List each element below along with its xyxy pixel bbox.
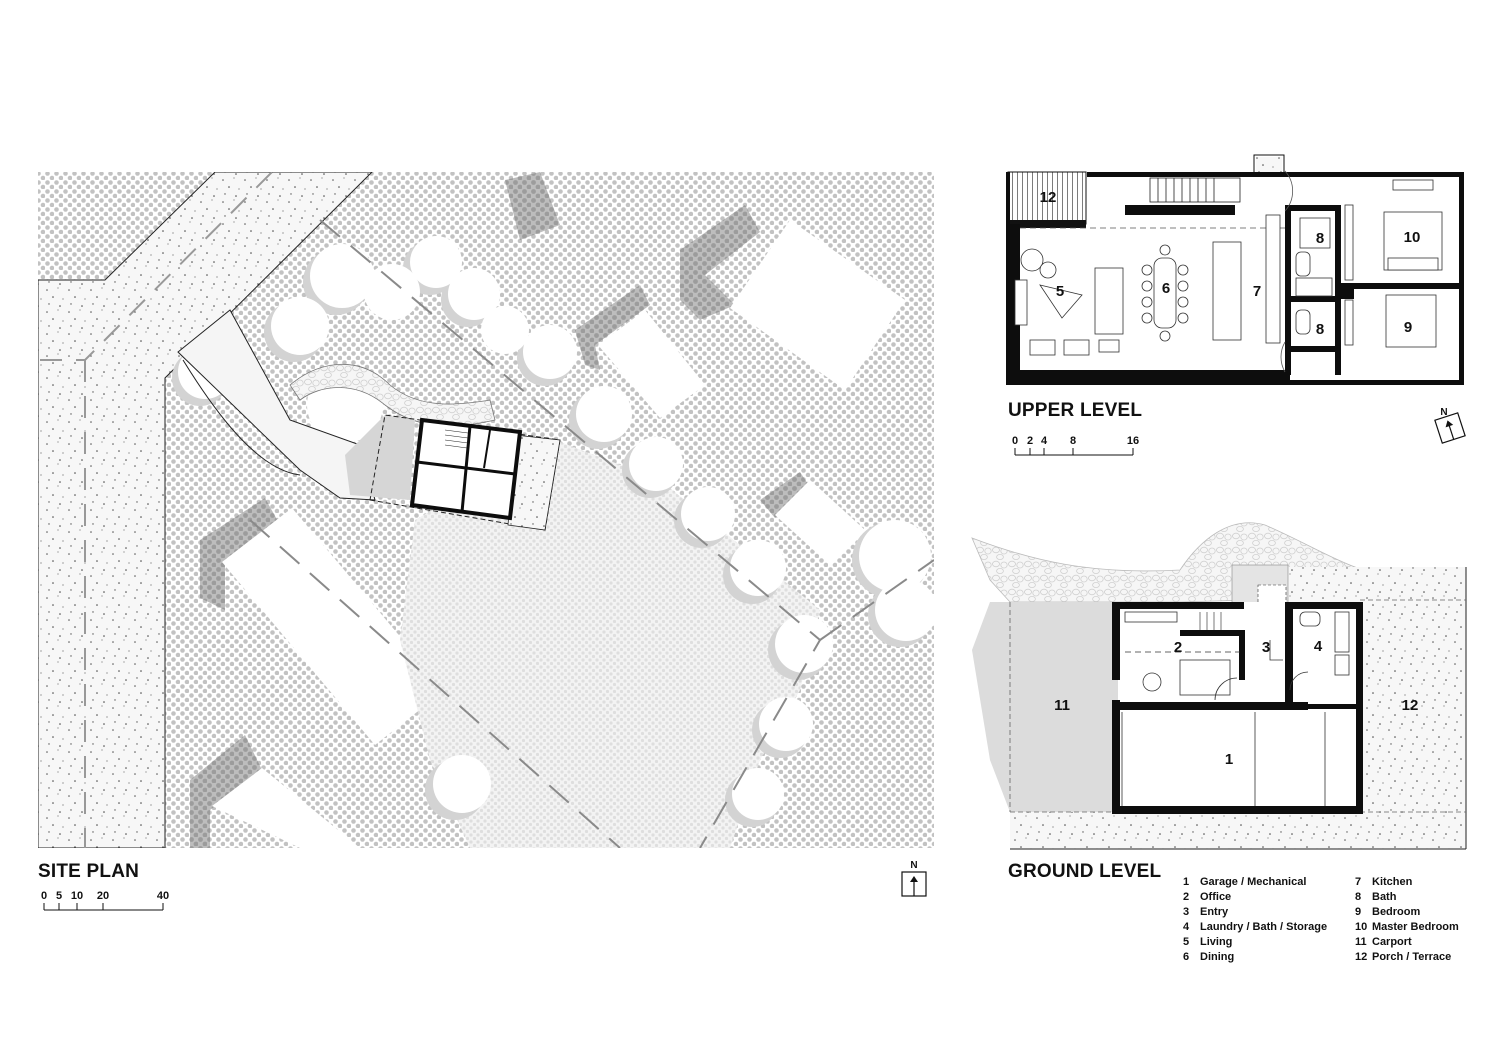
legend-label: Office [1200,891,1231,903]
upper-north-arrow: N [1434,407,1466,444]
room-label: 6 [1162,280,1170,297]
legend-number: 12 [1355,951,1367,963]
carport-slab [972,602,1118,812]
legend-label: Master Bedroom [1372,921,1459,933]
room-label: 12 [1040,189,1057,206]
upper-stair [1149,177,1241,203]
ground-fixtures [1121,611,1350,806]
legend-number: 3 [1183,906,1189,918]
room-label: 8 [1316,321,1324,338]
room-label: 8 [1316,230,1324,247]
porch-deck [1007,171,1087,225]
road [38,172,373,848]
legend-number: 4 [1183,921,1190,933]
legend-label: Dining [1200,951,1234,963]
stone-path [289,363,496,427]
site-north-arrow: N [901,860,927,897]
legend-number: 7 [1355,876,1361,888]
legend-number: 9 [1355,906,1361,918]
legend-label: Kitchen [1372,876,1413,888]
scale-label: 5 [56,890,62,902]
room-label: 9 [1404,319,1412,336]
legend-number: 11 [1355,936,1367,948]
legend-label: Porch / Terrace [1372,951,1451,963]
room-label: 11 [1054,697,1070,714]
upper-scale-bar: 0 2 4 8 16 [1012,435,1139,456]
room-label: 2 [1174,639,1182,656]
property-line [249,219,934,848]
north-label: N [910,860,917,871]
legend-label: Laundry / Bath / Storage [1200,921,1327,933]
legend-label: Garage / Mechanical [1200,876,1306,888]
legend-number: 10 [1355,921,1367,933]
site-scale-bar: 0 5 10 20 40 [41,890,169,911]
upper-level-title: UPPER LEVEL [1008,400,1142,421]
legend-label: Bedroom [1372,906,1421,918]
room-label: 1 [1225,751,1233,768]
room-legend: 1 Garage / Mechanical 2 Office 3 Entry 4… [1183,876,1459,963]
scale-label: 2 [1027,435,1033,447]
scale-label: 20 [97,890,109,902]
upper-interior-walls [1285,205,1460,375]
legend-column-right: 7 Kitchen 8 Bath 9 Bedroom 10 Master Bed… [1355,876,1459,963]
room-label: 3 [1262,639,1270,656]
site-plan-title: SITE PLAN [38,861,139,882]
legend-number: 1 [1183,876,1189,888]
scale-label: 4 [1041,435,1048,447]
room-label: 10 [1404,229,1421,246]
ground-level-title: GROUND LEVEL [1008,861,1162,882]
legend-number: 8 [1355,891,1361,903]
legend-number: 6 [1183,951,1189,963]
neighbor-buildings [212,220,905,848]
north-label: N [1440,407,1447,418]
legend-label: Entry [1200,906,1229,918]
scale-label: 8 [1070,435,1076,447]
site-house [345,414,561,531]
scale-label: 40 [157,890,169,902]
scale-label: 16 [1127,435,1139,447]
room-label: 5 [1056,283,1064,300]
driveway-edge [182,359,301,476]
upper-furniture [1014,179,1443,356]
legend-number: 5 [1183,936,1189,948]
scale-label: 0 [41,890,47,902]
legend-label: Carport [1372,936,1412,948]
legend-number: 2 [1183,891,1189,903]
ground-level-plan: 11 2 3 4 1 12 GROUND LEVEL [971,522,1467,882]
ground-apron [1010,812,1466,849]
legend-column-left: 1 Garage / Mechanical 2 Office 3 Entry 4… [1183,876,1327,963]
scale-label: 10 [71,890,83,902]
room-label: 4 [1314,638,1323,655]
room-label: 7 [1253,283,1261,300]
upper-level-plan: 12 5 6 7 8 8 10 9 UPPER LEVEL 0 2 4 8 16… [1006,154,1466,456]
upper-exterior-walls [1006,172,1464,385]
legend-label: Bath [1372,891,1397,903]
room-label: 12 [1402,697,1419,714]
ground-exterior-walls [1112,602,1363,814]
scale-label: 0 [1012,435,1018,447]
legend-label: Living [1200,936,1232,948]
site-plan: SITE PLAN 0 5 10 20 40 N [38,172,934,911]
